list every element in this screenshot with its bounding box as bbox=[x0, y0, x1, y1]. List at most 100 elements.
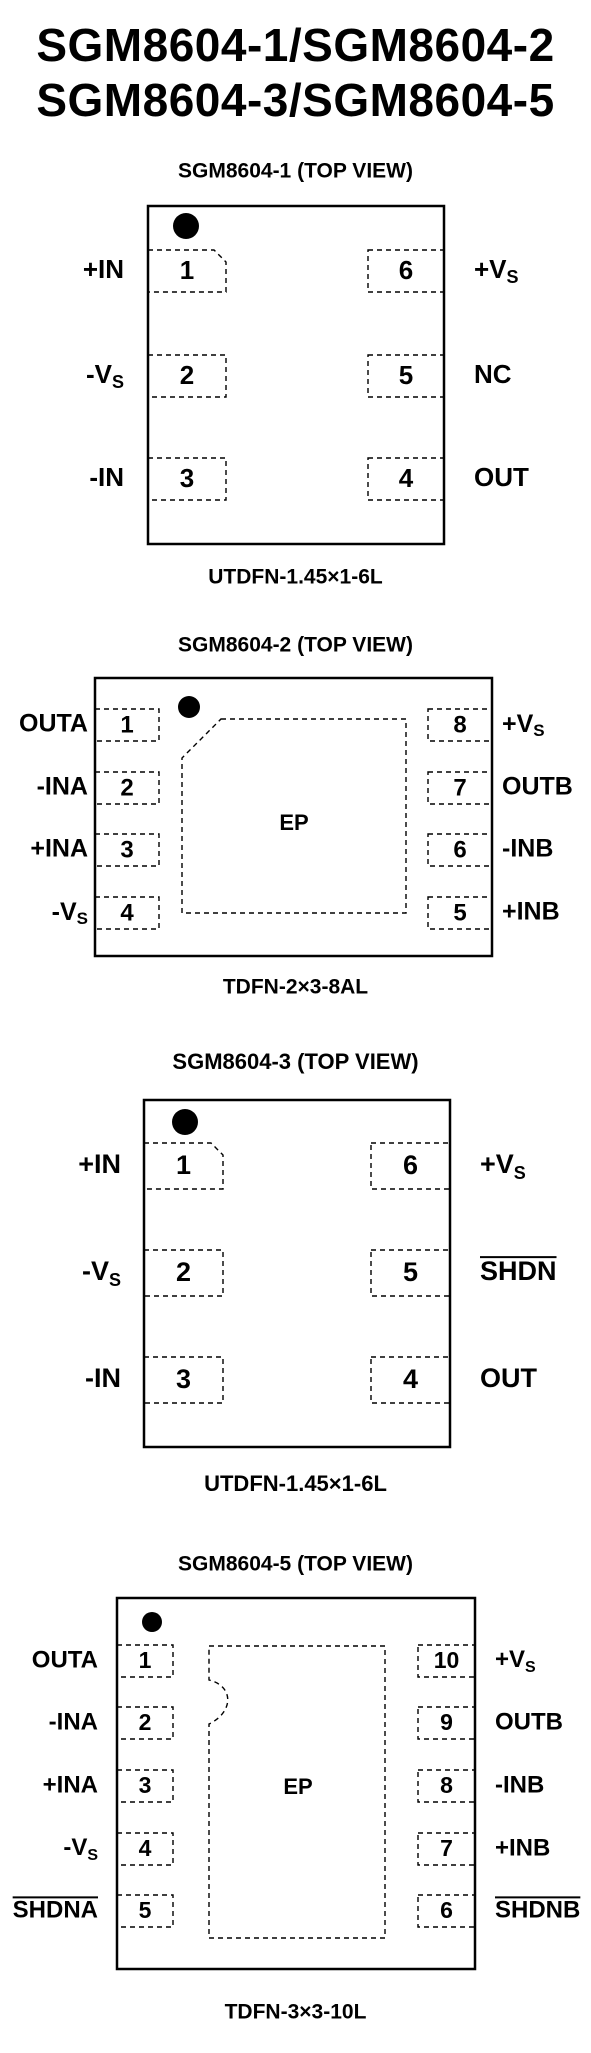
pin-box-3 bbox=[147, 457, 227, 501]
pin-box-6 bbox=[367, 249, 445, 293]
pin-number: 3 bbox=[139, 1772, 152, 1798]
pin-label-6: +VS bbox=[474, 254, 519, 287]
pin-label-6: -INB bbox=[502, 835, 553, 863]
exposed-pad-label: EP bbox=[283, 1774, 312, 1799]
pin-box-1 bbox=[116, 1644, 174, 1678]
pin-number: 7 bbox=[453, 774, 466, 801]
pin-box-3 bbox=[116, 1769, 174, 1803]
pin-box-1 bbox=[147, 249, 227, 293]
pin-number: 10 bbox=[434, 1647, 460, 1673]
pin-box-5 bbox=[370, 1249, 451, 1297]
pin-label-5: SHDNA bbox=[13, 1896, 98, 1923]
pin-label-6: SHDNB bbox=[495, 1896, 580, 1923]
pin-number: 8 bbox=[440, 1772, 453, 1798]
pin-label-1: OUTA bbox=[19, 710, 88, 738]
pin-number: 3 bbox=[120, 836, 133, 863]
pin-number: 5 bbox=[399, 360, 413, 390]
package-heading: SGM8604-5 (TOP VIEW) bbox=[178, 1553, 413, 1576]
pin-label-5: NC bbox=[474, 359, 512, 389]
pin-number: 4 bbox=[120, 899, 134, 926]
pin-box-6 bbox=[417, 1894, 476, 1928]
pin-label-7: +INB bbox=[495, 1834, 550, 1861]
pin-number: 2 bbox=[139, 1709, 152, 1735]
pin-label-3: +INA bbox=[30, 835, 88, 863]
pin-number: 1 bbox=[139, 1647, 152, 1673]
pin-box-10 bbox=[417, 1644, 476, 1678]
pin-label-5: SHDN bbox=[480, 1256, 557, 1286]
pin-box-5 bbox=[367, 354, 445, 398]
pin-number: 7 bbox=[440, 1835, 453, 1861]
pin-number: 8 bbox=[453, 711, 466, 738]
pin-number: 6 bbox=[440, 1897, 453, 1923]
pin-label-5: +INB bbox=[502, 898, 560, 926]
pin-label-4: OUT bbox=[474, 462, 529, 492]
pin-label-4: -VS bbox=[52, 898, 88, 929]
pin-label-3: +INA bbox=[43, 1771, 98, 1798]
pin-label-3: -IN bbox=[85, 1363, 121, 1393]
pin-number: 3 bbox=[176, 1364, 191, 1394]
pin-box-1 bbox=[143, 1142, 224, 1190]
package-heading: SGM8604-3 (TOP VIEW) bbox=[172, 1049, 418, 1074]
pin1-marker bbox=[173, 213, 199, 239]
pin-label-3: -IN bbox=[89, 462, 124, 492]
exposed-pad-label: EP bbox=[279, 810, 308, 835]
pin-label-2: -INA bbox=[37, 773, 88, 801]
pin-number: 3 bbox=[180, 463, 194, 493]
pin-box-4 bbox=[116, 1832, 174, 1866]
title-line-1: SGM8604-1/SGM8604-2 bbox=[36, 19, 555, 71]
pin-box-3 bbox=[143, 1356, 224, 1404]
pin-number: 1 bbox=[180, 255, 194, 285]
pin-number: 1 bbox=[120, 711, 133, 738]
pin-label-4: -VS bbox=[63, 1834, 98, 1864]
pin-label-2: -VS bbox=[86, 359, 124, 392]
package-heading: SGM8604-1 (TOP VIEW) bbox=[178, 160, 413, 183]
pin-label-1: +IN bbox=[78, 1149, 121, 1179]
pin-box-2 bbox=[116, 1706, 174, 1740]
pin-label-7: OUTB bbox=[502, 773, 573, 801]
pin-number: 4 bbox=[403, 1364, 418, 1394]
pin-number: 6 bbox=[403, 1150, 418, 1180]
pin-box-4 bbox=[367, 457, 445, 501]
pin1-marker bbox=[172, 1109, 198, 1135]
pin-label-6: +VS bbox=[480, 1149, 526, 1183]
pin-label-8: +VS bbox=[502, 710, 545, 741]
pin-label-9: OUTB bbox=[495, 1708, 563, 1735]
pin-label-2: -VS bbox=[82, 1256, 121, 1290]
pin-number: 4 bbox=[399, 463, 414, 493]
pin1-marker bbox=[142, 1612, 162, 1632]
pin-label-10: +VS bbox=[495, 1646, 536, 1676]
pin-label-8: -INB bbox=[495, 1771, 544, 1798]
pin-label-4: OUT bbox=[480, 1363, 538, 1393]
pin-number: 1 bbox=[176, 1150, 191, 1180]
exposed-pad bbox=[181, 718, 407, 914]
title-line-2: SGM8604-3/SGM8604-5 bbox=[36, 74, 555, 126]
pin-number: 6 bbox=[453, 836, 466, 863]
pin-number: 2 bbox=[120, 774, 133, 801]
pin-box-6 bbox=[370, 1142, 451, 1190]
pin-number: 6 bbox=[399, 255, 413, 285]
pin-box-8 bbox=[417, 1769, 476, 1803]
pin-number: 4 bbox=[139, 1835, 152, 1861]
pin-box-5 bbox=[116, 1894, 174, 1928]
pin-label-1: +IN bbox=[83, 254, 124, 284]
package-heading: SGM8604-2 (TOP VIEW) bbox=[178, 634, 413, 657]
pin-box-9 bbox=[417, 1706, 476, 1740]
pin-box-2 bbox=[147, 354, 227, 398]
pin-number: 5 bbox=[453, 899, 466, 926]
exposed-pad bbox=[208, 1645, 386, 1939]
pin-box-4 bbox=[370, 1356, 451, 1404]
pin-label-1: OUTA bbox=[32, 1646, 98, 1673]
pin1-marker bbox=[178, 696, 200, 718]
package-name: TDFN-2×3-8AL bbox=[223, 976, 368, 999]
pin-label-2: -INA bbox=[49, 1708, 98, 1735]
pin-number: 2 bbox=[180, 360, 194, 390]
pin-number: 2 bbox=[176, 1257, 191, 1287]
package-outline bbox=[93, 676, 494, 958]
pin-number: 9 bbox=[440, 1709, 453, 1735]
pin-number: 5 bbox=[403, 1257, 418, 1287]
package-name: UTDFN-1.45×1-6L bbox=[208, 566, 383, 589]
package-name: TDFN-3×3-10L bbox=[225, 2001, 367, 2024]
pin-box-2 bbox=[143, 1249, 224, 1297]
pin-box-7 bbox=[417, 1832, 476, 1866]
